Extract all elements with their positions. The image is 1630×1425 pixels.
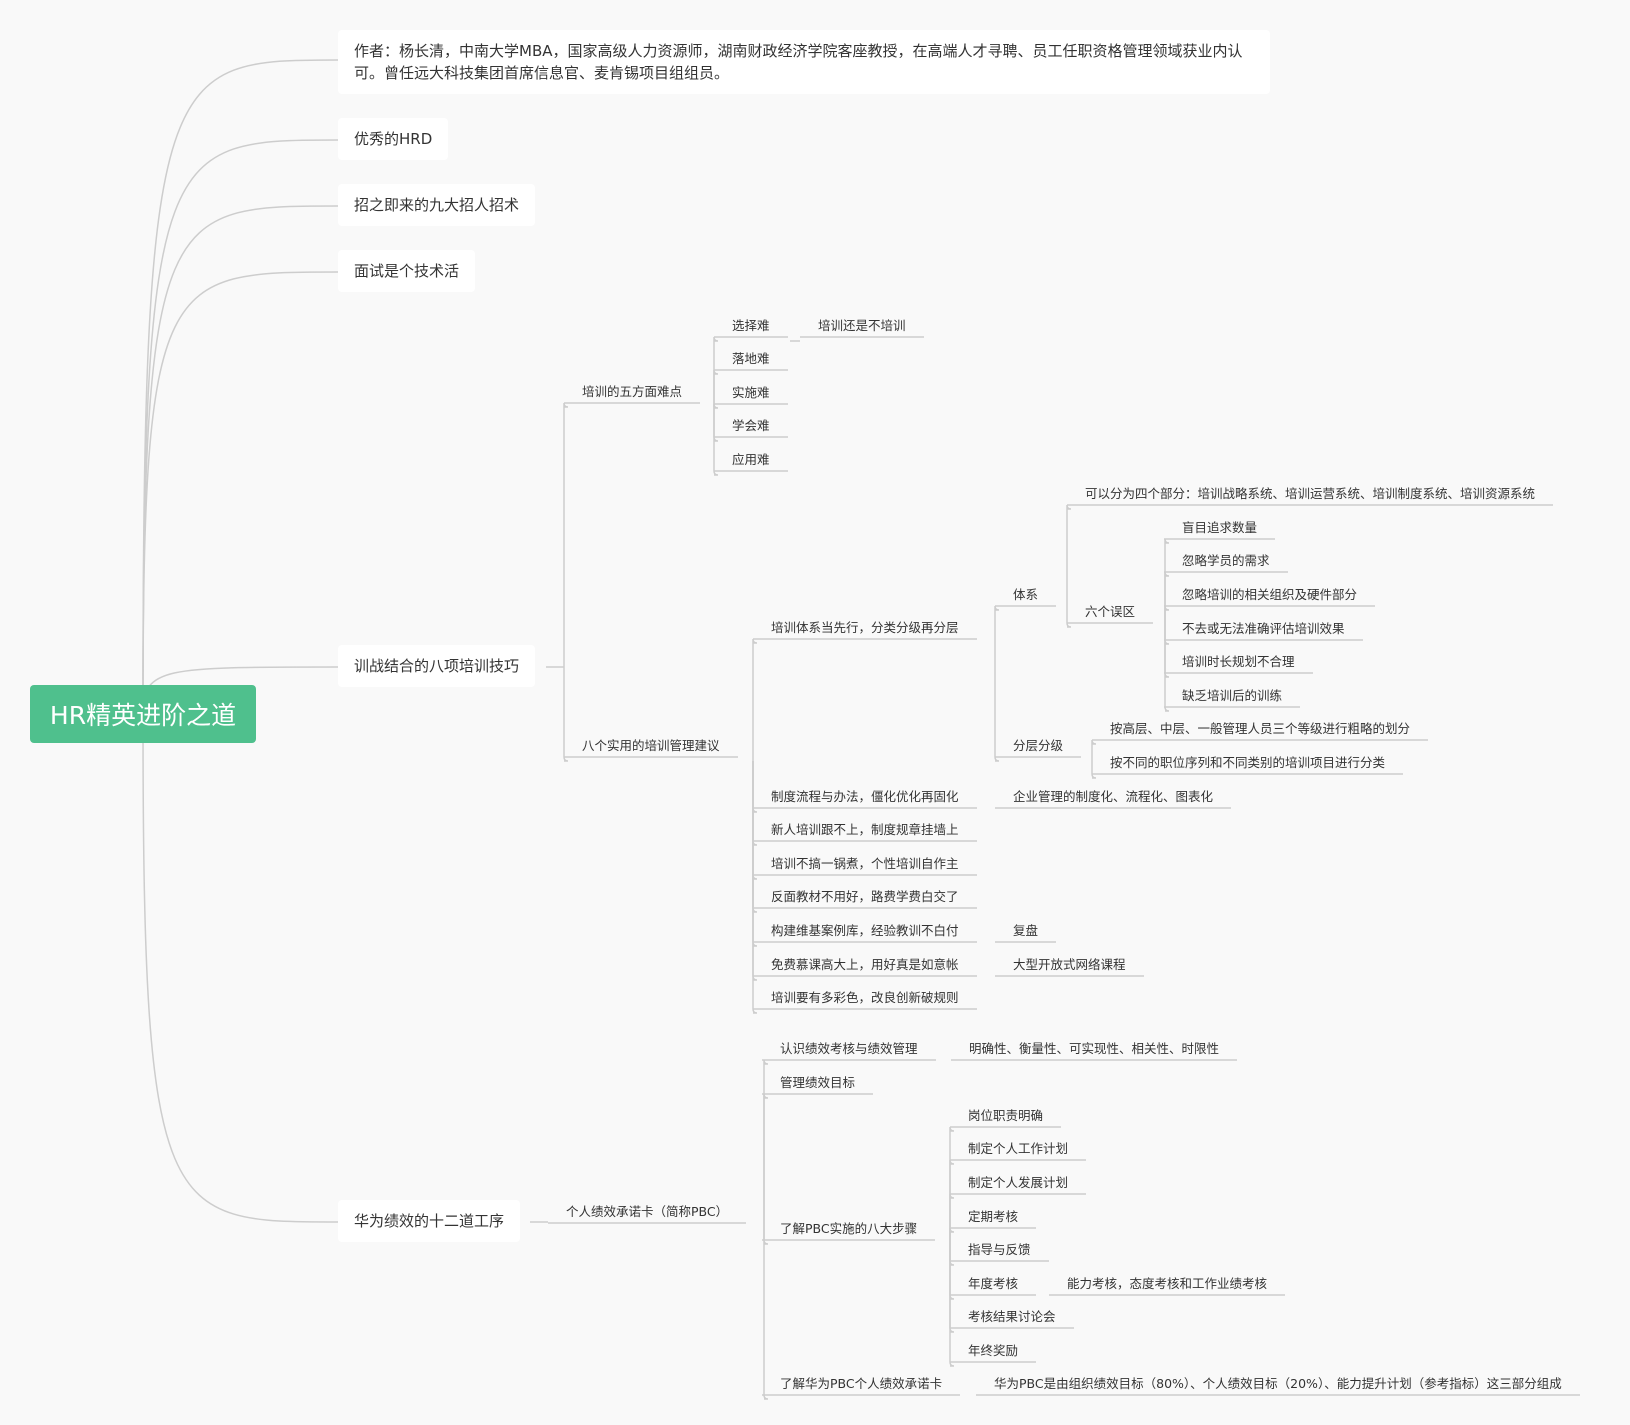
node-suggestion-7[interactable]: 免费慕课高大上，用好真是如意帐 bbox=[771, 957, 959, 972]
node-suggestion-6[interactable]: 构建维基案例库，经验教训不白付 bbox=[771, 923, 959, 938]
root-connector-1 bbox=[142, 139, 339, 715]
node-six-errors[interactable]: 六个误区 bbox=[1085, 604, 1136, 619]
training-to-suggestions bbox=[563, 667, 569, 762]
node-suggestion-2[interactable]: 制度流程与办法，僵化优化再固化 bbox=[771, 789, 959, 804]
error-link-2 bbox=[1164, 605, 1170, 627]
node-suggestion-8[interactable]: 培训要有多彩色，改良创新破规则 bbox=[771, 990, 959, 1005]
step-link-3 bbox=[949, 1227, 955, 1244]
step-link-2 bbox=[949, 1193, 955, 1244]
node-error-3[interactable]: 忽略培训的相关组织及硬件部分 bbox=[1182, 587, 1358, 602]
node-difficulty-2[interactable]: 落地难 bbox=[732, 351, 770, 366]
node-pbc-card-note[interactable]: 华为PBC是由组织绩效目标（80%）、个人绩效目标（20%）、能力提升计划（参考… bbox=[994, 1376, 1562, 1391]
node-error-5[interactable]: 培训时长规划不合理 bbox=[1182, 654, 1295, 669]
pbc-to-card bbox=[763, 1227, 769, 1400]
step-link-7 bbox=[949, 1244, 955, 1367]
node-train-or-not[interactable]: 培训还是不培训 bbox=[818, 318, 906, 333]
node-layer-2[interactable]: 按不同的职位序列和不同类别的培训项目进行分类 bbox=[1110, 755, 1386, 770]
topic-interview[interactable]: 面试是个技术活 bbox=[338, 250, 476, 292]
node-step-7[interactable]: 考核结果讨论会 bbox=[968, 1309, 1056, 1324]
node-note-process[interactable]: 企业管理的制度化、流程化、图表化 bbox=[1013, 789, 1214, 804]
node-layer-1[interactable]: 按高层、中层、一般管理人员三个等级进行粗略的划分 bbox=[1110, 721, 1411, 736]
node-step-5[interactable]: 指导与反馈 bbox=[968, 1242, 1031, 1257]
tixi-to-errors bbox=[1066, 610, 1072, 628]
root-connector-3 bbox=[142, 271, 339, 715]
step-link-1 bbox=[949, 1159, 955, 1244]
node-eight-suggestions[interactable]: 八个实用的培训管理建议 bbox=[582, 738, 720, 753]
node-difficulty-3[interactable]: 实施难 bbox=[732, 385, 770, 400]
node-eight-steps[interactable]: 了解PBC实施的八大步骤 bbox=[780, 1221, 918, 1236]
error-link-0 bbox=[1164, 538, 1170, 627]
topic-training-skills[interactable]: 训战结合的八项培训技巧 bbox=[338, 645, 536, 687]
node-difficulty-5[interactable]: 应用难 bbox=[732, 452, 770, 467]
node-error-4[interactable]: 不去或无法准确评估培训效果 bbox=[1182, 621, 1345, 636]
node-step-3[interactable]: 制定个人发展计划 bbox=[968, 1175, 1069, 1190]
error-link-5 bbox=[1164, 627, 1170, 712]
step-link-0 bbox=[949, 1126, 955, 1244]
difficulty-link-2 bbox=[713, 403, 719, 409]
node-difficulty-1[interactable]: 选择难 bbox=[732, 318, 770, 333]
difficulty-link-1 bbox=[713, 369, 719, 407]
node-four-parts[interactable]: 可以分为四个部分：培训战略系统、培训运营系统、培训制度系统、培训资源系统 bbox=[1085, 486, 1536, 501]
node-know-performance[interactable]: 认识绩效考核与绩效管理 bbox=[780, 1041, 918, 1056]
system-to-tixi bbox=[994, 605, 1000, 643]
node-suggestion-4[interactable]: 培训不搞一锅煮，个性培训自作主 bbox=[771, 856, 959, 871]
node-error-1[interactable]: 盲目追求数量 bbox=[1182, 520, 1258, 535]
node-suggestion-5[interactable]: 反面教材不用好，路费学费白交了 bbox=[771, 889, 959, 904]
root-connector-0 bbox=[142, 59, 339, 715]
topic-author[interactable]: 作者：杨长清，中南大学MBA，国家高级人力资源师，湖南财政经济学院客座教授，在高… bbox=[338, 30, 1270, 94]
node-five-difficulties[interactable]: 培训的五方面难点 bbox=[582, 384, 683, 399]
node-note-review[interactable]: 复盘 bbox=[1013, 923, 1039, 938]
node-pbc[interactable]: 个人绩效承诺卡（简称PBC） bbox=[566, 1204, 729, 1219]
difficulty-link-0 bbox=[713, 336, 719, 407]
layer-link-1 bbox=[1091, 761, 1097, 779]
difficulty-link-4 bbox=[713, 407, 719, 476]
node-note-mooc[interactable]: 大型开放式网络课程 bbox=[1013, 957, 1126, 972]
system-to-layering bbox=[994, 643, 1000, 762]
topic-nine-recruiting[interactable]: 招之即来的九大招人招术 bbox=[338, 184, 536, 226]
root-connector-5 bbox=[142, 713, 339, 1223]
node-step-4[interactable]: 定期考核 bbox=[968, 1209, 1019, 1224]
node-smart-note[interactable]: 明确性、衡量性、可实现性、相关性、时限性 bbox=[969, 1041, 1220, 1056]
layer-link-0 bbox=[1091, 739, 1097, 761]
pbc-to-know bbox=[763, 1059, 769, 1227]
node-step-8[interactable]: 年终奖励 bbox=[968, 1343, 1019, 1358]
node-annual-note[interactable]: 能力考核，态度考核和工作业绩考核 bbox=[1067, 1276, 1268, 1291]
pbc-to-manage bbox=[763, 1093, 769, 1227]
root-connector-2 bbox=[142, 205, 339, 715]
node-error-2[interactable]: 忽略学员的需求 bbox=[1182, 553, 1270, 568]
node-difficulty-4[interactable]: 学会难 bbox=[732, 418, 770, 433]
suggestion-link-0 bbox=[752, 638, 758, 761]
node-layering[interactable]: 分层分级 bbox=[1013, 738, 1064, 753]
node-training-system[interactable]: 培训体系当先行，分类分级再分层 bbox=[771, 620, 959, 635]
node-error-6[interactable]: 缺乏培训后的训练 bbox=[1182, 688, 1283, 703]
error-link-1 bbox=[1164, 571, 1170, 627]
suggestion-link-7 bbox=[752, 761, 758, 1014]
tixi-to-four bbox=[1066, 504, 1072, 610]
topic-excellent-hrd[interactable]: 优秀的HRD bbox=[338, 118, 449, 160]
node-step-2[interactable]: 制定个人工作计划 bbox=[968, 1141, 1069, 1156]
topic-huawei-performance[interactable]: 华为绩效的十二道工序 bbox=[338, 1200, 521, 1242]
root-topic[interactable]: HR精英进阶之道 bbox=[30, 685, 256, 743]
node-manage-goals[interactable]: 管理绩效目标 bbox=[780, 1075, 856, 1090]
node-step-1[interactable]: 岗位职责明确 bbox=[968, 1108, 1044, 1123]
training-to-difficulties bbox=[563, 402, 569, 667]
node-pbc-card[interactable]: 了解华为PBC个人绩效承诺卡 bbox=[780, 1376, 943, 1391]
node-suggestion-3[interactable]: 新人培训跟不上，制度规章挂墙上 bbox=[771, 822, 959, 837]
node-step-6[interactable]: 年度考核 bbox=[968, 1276, 1019, 1291]
node-system[interactable]: 体系 bbox=[1013, 587, 1039, 602]
